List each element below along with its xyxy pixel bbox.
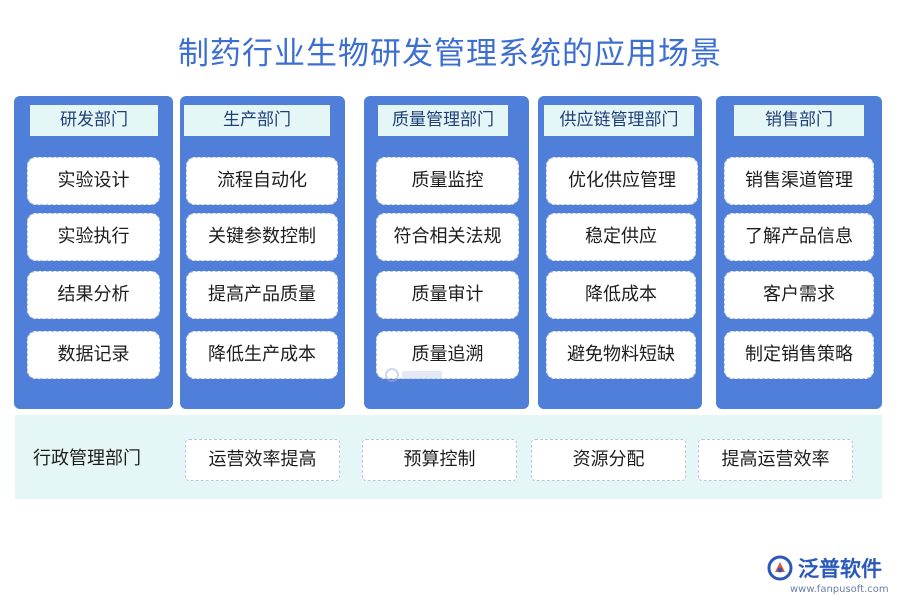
dept-header: 销售部门	[734, 105, 864, 136]
scenario-item: 制定销售策略	[724, 331, 874, 379]
page-title: 制药行业生物研发管理系统的应用场景	[178, 36, 722, 72]
admin-item: 提高运营效率	[698, 439, 853, 481]
admin-item: 预算控制	[362, 439, 517, 481]
scenario-item: 客户需求	[724, 271, 874, 319]
scenario-item: 质量追溯	[376, 331, 519, 379]
watermark-logo-icon	[385, 368, 442, 382]
admin-dept-label: 行政管理部门	[33, 448, 141, 469]
dept-header: 质量管理部门	[378, 105, 508, 136]
dept-column-rd: 研发部门 实验设计 实验执行 结果分析 数据记录	[14, 96, 173, 409]
scenario-item: 优化供应管理	[546, 157, 698, 205]
scenario-item: 销售渠道管理	[724, 157, 874, 205]
scenario-item: 实验设计	[27, 157, 160, 205]
scenario-item: 提高产品质量	[186, 271, 338, 319]
dept-column-production: 生产部门 流程自动化 关键参数控制 提高产品质量 降低生产成本	[180, 96, 345, 409]
scenario-item: 稳定供应	[546, 213, 696, 261]
scenario-item: 了解产品信息	[724, 213, 874, 261]
dept-column-sales: 销售部门 销售渠道管理 了解产品信息 客户需求 制定销售策略	[716, 96, 882, 409]
scenario-item: 降低成本	[546, 271, 696, 319]
admin-item: 运营效率提高	[185, 439, 340, 481]
scenario-item: 实验执行	[27, 213, 160, 261]
dept-column-supply-chain: 供应链管理部门 优化供应管理 稳定供应 降低成本 避免物料短缺	[538, 96, 702, 409]
admin-item: 资源分配	[531, 439, 686, 481]
dept-header: 供应链管理部门	[544, 105, 694, 136]
brand-url: www.fanpusoft.com	[790, 584, 889, 595]
dept-header: 研发部门	[30, 105, 158, 136]
scenario-item: 结果分析	[27, 271, 160, 319]
admin-dept-row: 行政管理部门 运营效率提高 预算控制 资源分配 提高运营效率	[15, 415, 882, 499]
scenario-item: 关键参数控制	[186, 213, 338, 261]
dept-column-quality: 质量管理部门 质量监控 符合相关法规 质量审计 质量追溯	[364, 96, 529, 409]
brand-logo: 泛普软件	[766, 553, 882, 583]
scenario-item: 数据记录	[27, 331, 160, 379]
scenario-item: 质量监控	[376, 157, 519, 205]
scenario-item: 质量审计	[376, 271, 519, 319]
fanpu-logo-icon	[767, 555, 793, 581]
brand-name: 泛普软件	[798, 557, 882, 581]
dept-header: 生产部门	[184, 105, 330, 136]
scenario-item: 流程自动化	[186, 157, 338, 205]
scenario-item: 降低生产成本	[186, 331, 338, 379]
scenario-item: 符合相关法规	[376, 213, 519, 261]
scenario-item: 避免物料短缺	[546, 331, 696, 379]
